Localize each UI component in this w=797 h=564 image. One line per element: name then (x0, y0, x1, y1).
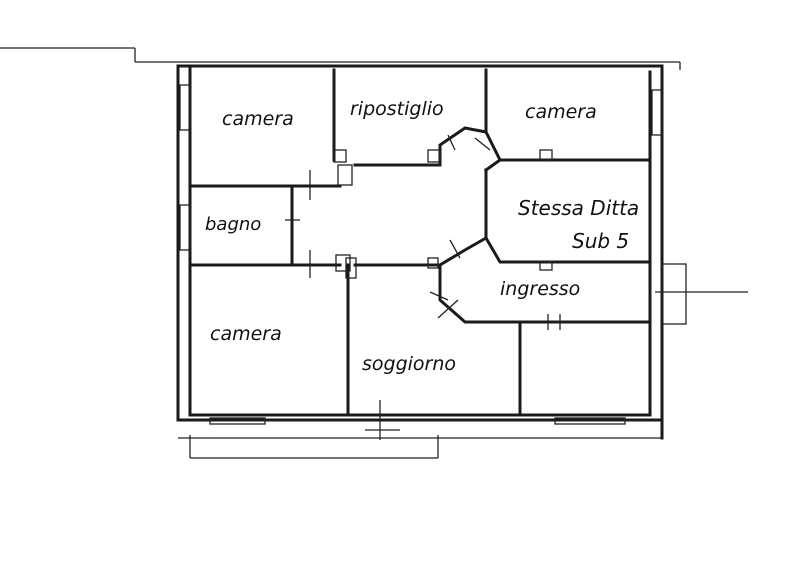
label-camera-top-left: camera (222, 108, 294, 130)
label-soggiorno: soggiorno (362, 353, 456, 375)
label-camera-top-right: camera (525, 101, 597, 123)
label-camera-bottom-left: camera (210, 323, 282, 345)
label-ingresso: ingresso (500, 278, 580, 300)
interior-walls (188, 68, 652, 417)
windows (179, 84, 687, 425)
label-sub: Sub 5 (572, 229, 629, 253)
columns (333, 149, 553, 279)
label-stessa-ditta: Stessa Ditta (518, 196, 639, 220)
label-ripostiglio: ripostiglio (350, 98, 444, 120)
boundary-lines (0, 47, 748, 459)
door-marks (285, 134, 561, 440)
label-bagno: bagno (205, 214, 261, 235)
room-labels: camera ripostiglio camera bagno Stessa D… (205, 98, 639, 375)
